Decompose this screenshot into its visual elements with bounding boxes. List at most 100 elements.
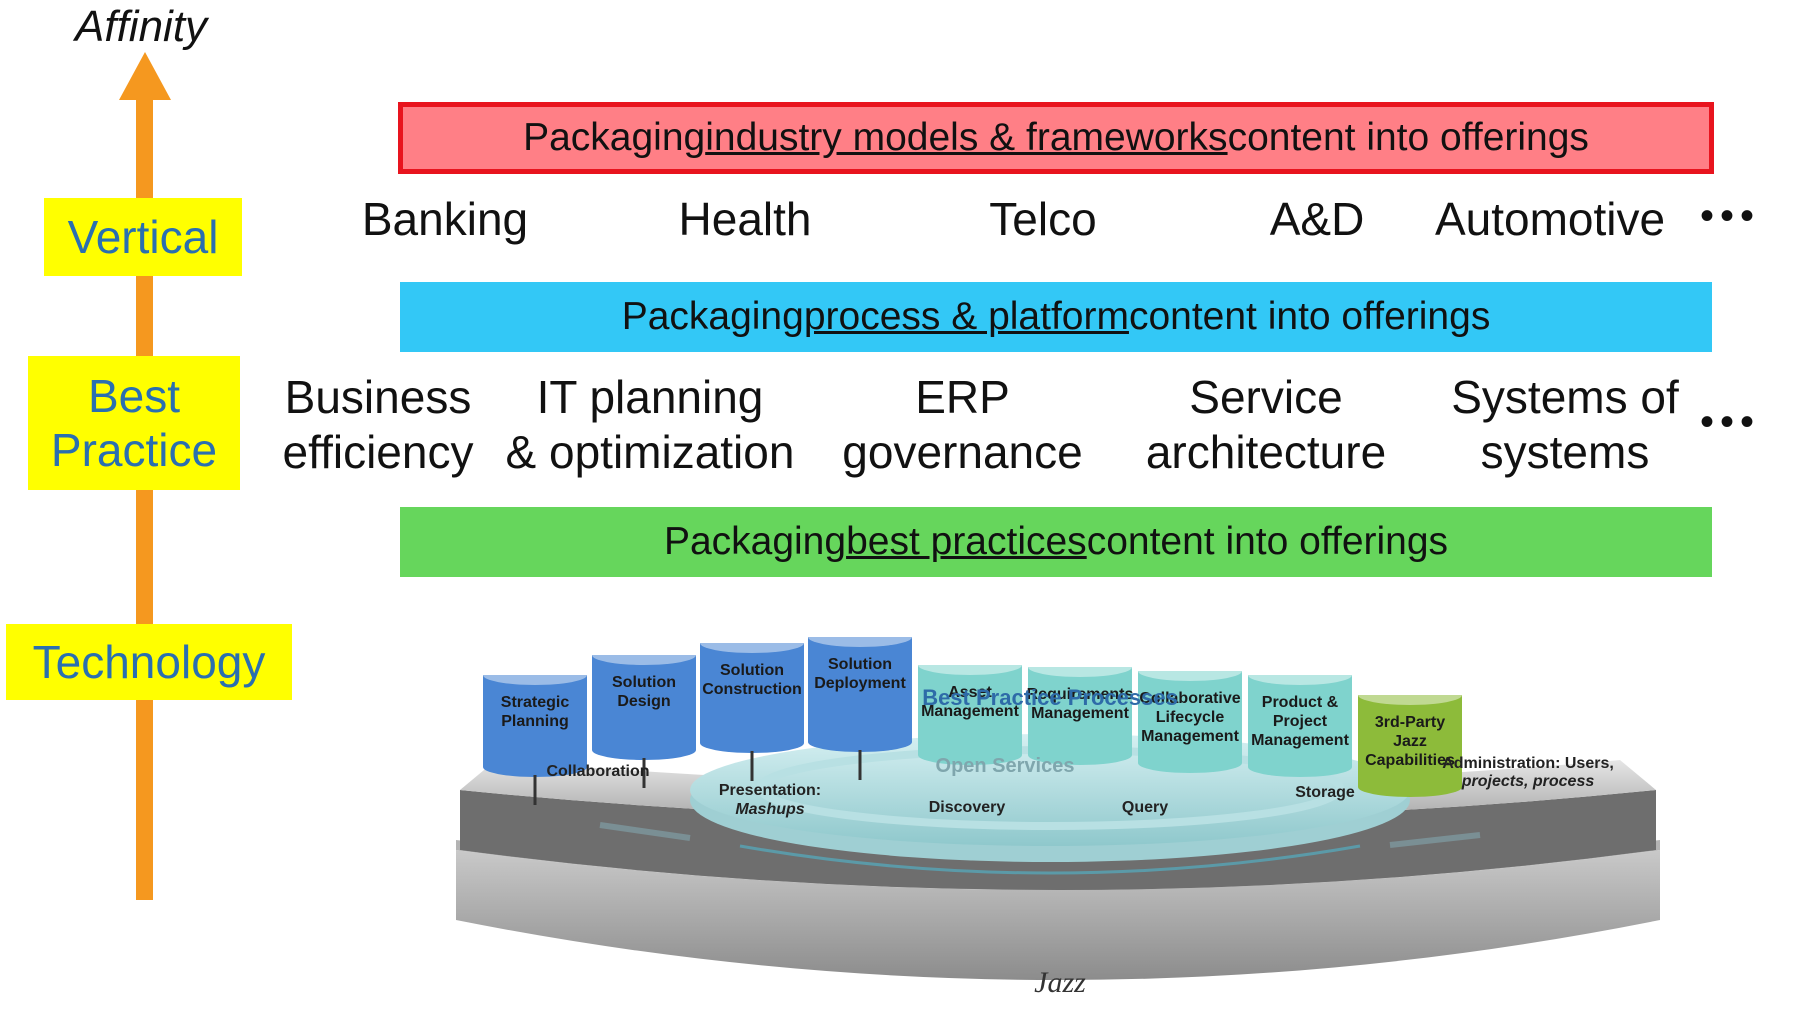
jazz-logo: Jazz <box>1034 966 1086 999</box>
process-disc-edge <box>739 844 1361 875</box>
vertical-ad: A&D <box>1269 193 1365 245</box>
cylinder-label-line: Lifecycle <box>1156 709 1225 726</box>
cylinder-label-line: Asset <box>948 684 992 701</box>
cylinder-label-line: Deployment <box>814 675 906 692</box>
best-practice-more-ellipsis: ••• <box>1700 400 1761 444</box>
best-practice-line: Systems of <box>1451 371 1679 423</box>
band-best-practices: Packaging best practices content into of… <box>400 507 1712 577</box>
best-practice-line: Business <box>284 371 472 423</box>
cylinder-layer: StrategicPlanningSolutionDesignSolutionC… <box>483 627 1462 805</box>
cylinder-label-line: Solution <box>612 674 676 691</box>
cylinder-label-line: Product & <box>1262 694 1339 711</box>
base-label-discovery: Discovery <box>929 799 1006 816</box>
cylinder-label-line: Management <box>1141 728 1239 745</box>
cylinder-top <box>1138 661 1242 681</box>
cylinder-top <box>808 627 912 647</box>
cylinder-body <box>1358 695 1462 787</box>
cylinder-body <box>592 655 696 750</box>
cylinder-top <box>483 665 587 685</box>
cylinder-top <box>700 633 804 653</box>
cylinder-label-line: Capabilities <box>1365 752 1455 769</box>
base-ring-side <box>456 850 1660 980</box>
vertical-banking: Banking <box>361 193 529 245</box>
jazz-platform-diagram: StrategicPlanningSolutionDesignSolutionC… <box>456 627 1660 999</box>
cylinder-body <box>1248 675 1352 767</box>
cylinder-body <box>808 637 912 742</box>
cylinder-top <box>1358 685 1462 705</box>
band-industry-models-highlight: industry models & frameworks <box>705 116 1228 159</box>
cylinder-label-line: Solution <box>720 662 784 679</box>
ring-label: Open Services <box>936 755 1075 777</box>
cylinder-label-line: Collaborative <box>1139 690 1240 707</box>
best-practice-line: & optimization <box>505 426 795 479</box>
vertical-automotive: Automotive <box>1434 193 1666 245</box>
cylinder-body <box>1028 667 1132 755</box>
best-practice-line: IT planning <box>536 371 764 423</box>
best-practice-line: architecture <box>1145 426 1387 479</box>
cylinder-label-line: Strategic <box>501 694 570 711</box>
cylinder-label-line: Solution <box>828 656 892 673</box>
axis-arrow-head <box>119 52 171 100</box>
cylinder-label-line: Planning <box>501 713 569 730</box>
cylinder-top <box>918 655 1022 675</box>
vertical-more-ellipsis: ••• <box>1700 194 1761 238</box>
cylinder-label-line: Construction <box>702 681 802 698</box>
cylinder-label-line: Requirements <box>1027 686 1134 703</box>
cylinder-label-line: Jazz <box>1393 733 1427 750</box>
cylinder-label-line: Management <box>921 703 1019 720</box>
band-process-platform-prefix: Packaging <box>621 295 804 338</box>
cylinder-label-line: Project <box>1273 713 1328 730</box>
best-practice-line: governance <box>842 426 1083 479</box>
base-label-collaboration: Collaboration <box>546 763 649 780</box>
axis-title: Affinity <box>75 2 208 51</box>
cylinder-body <box>483 675 587 767</box>
ring-arrow-left <box>599 822 691 841</box>
tier-technology: Technology <box>6 624 292 700</box>
cylinder-label-line: Management <box>1031 705 1129 722</box>
vertical-health: Health <box>678 193 812 245</box>
band-process-platform-highlight: process & platform <box>803 295 1129 338</box>
best-practice-line: Service <box>1189 371 1343 423</box>
ring-arrow-right <box>1389 832 1481 848</box>
band-industry-models-prefix: Packaging <box>523 116 706 159</box>
cylinder-top <box>1028 657 1132 677</box>
cylinder-top <box>592 645 696 665</box>
cylinder-label-line: 3rd-Party <box>1375 714 1445 731</box>
cylinder-body <box>918 665 1022 755</box>
base-label-storage: Storage <box>1295 784 1355 801</box>
cylinder-label-line: Management <box>1251 732 1349 749</box>
best-practice-it-planning: IT planning& optimization <box>495 370 805 480</box>
cylinder-label-line: Design <box>617 693 670 710</box>
best-practice-line: systems <box>1480 426 1650 479</box>
cylinder-body <box>1138 671 1242 763</box>
best-practice-line: ERP <box>915 371 1010 423</box>
tier-vertical: Vertical <box>44 198 242 276</box>
band-industry-models: Packaging industry models & frameworks c… <box>398 102 1714 174</box>
band-industry-models-suffix: content into offerings <box>1227 116 1589 159</box>
vertical-telco: Telco <box>989 193 1097 245</box>
center-title: Best Practice Processes <box>922 685 1178 710</box>
base-label-admin-detail: projects, process <box>1461 773 1595 790</box>
band-best-practices-prefix: Packaging <box>663 520 847 563</box>
band-process-platform-suffix: content into offerings <box>1128 295 1491 338</box>
base-label-query: Query <box>1122 799 1168 816</box>
best-practice-line: efficiency <box>282 426 474 479</box>
band-best-practices-highlight: best practices <box>846 520 1087 563</box>
cylinder-body <box>700 643 804 743</box>
band-best-practices-suffix: content into offerings <box>1086 520 1449 563</box>
base-label-administration: Administration: Users, <box>1442 755 1614 772</box>
cylinder-top <box>1248 665 1352 685</box>
base-label-mashups: Mashups <box>735 801 804 818</box>
